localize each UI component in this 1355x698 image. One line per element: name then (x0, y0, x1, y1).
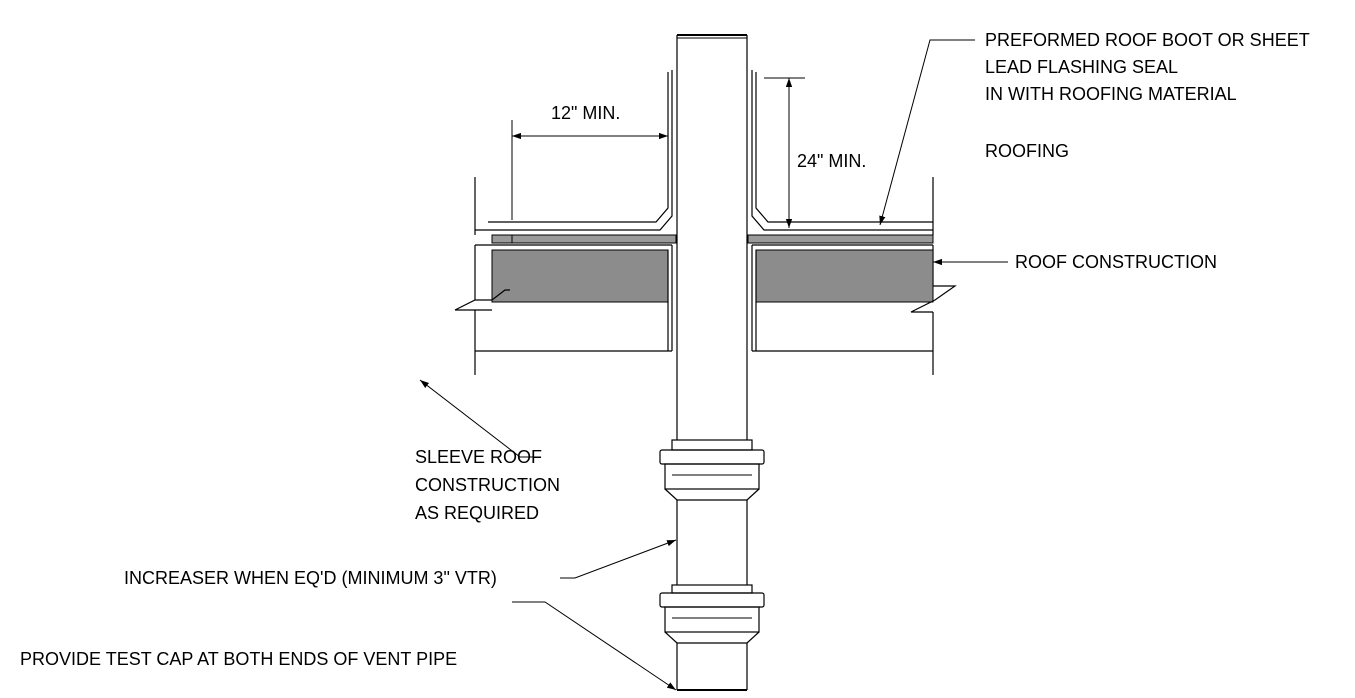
flashing-strip-right (747, 234, 934, 244)
increaser-label: INCREASER WHEN EQ'D (MINIMUM 3" VTR) (124, 568, 497, 588)
sleeve-label-2: CONSTRUCTION (415, 475, 560, 495)
roof-structure (454, 177, 957, 375)
roof-construction-label: ROOF CONSTRUCTION (1015, 252, 1217, 272)
dimension-12-min: 12" MIN. (511, 103, 668, 220)
roofing-label: ROOFING (985, 141, 1069, 161)
preformed-boot-label-3: IN WITH ROOFING MATERIAL (985, 84, 1237, 104)
flashing-strip-left (491, 234, 677, 244)
vent-pipe (659, 34, 765, 691)
sleeve-label-1: SLEEVE ROOF (415, 447, 542, 467)
test-cap-label: PROVIDE TEST CAP AT BOTH ENDS OF VENT PI… (20, 649, 457, 669)
sleeve-label-3: AS REQUIRED (415, 503, 539, 523)
dimension-24-min: 24" MIN. (764, 77, 866, 228)
dimension-24-label: 24" MIN. (797, 151, 866, 171)
roof-construction-right (755, 249, 934, 303)
leader-lines (419, 39, 1008, 691)
preformed-boot-label-2: LEAD FLASHING SEAL (985, 57, 1178, 77)
roof-boot (488, 70, 933, 231)
preformed-boot-label-1: PREFORMED ROOF BOOT OR SHEET (985, 30, 1310, 50)
dimension-12-label: 12" MIN. (551, 103, 620, 123)
